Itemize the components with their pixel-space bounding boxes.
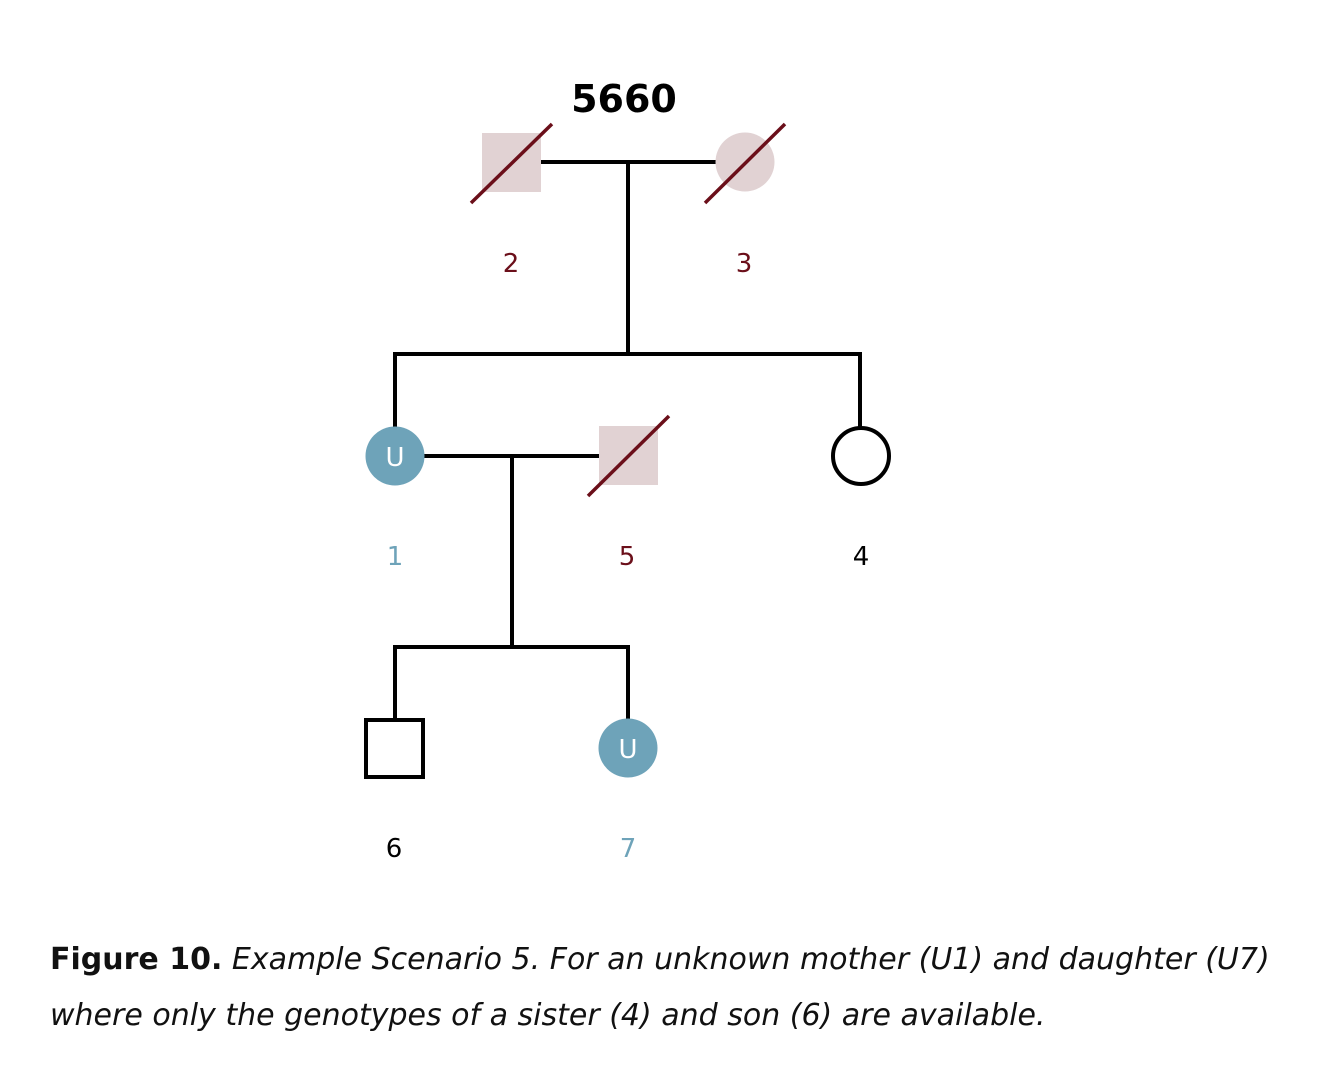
figure-caption-label: Figure 10. [50,942,223,977]
deceased-slash [703,122,787,205]
individual-6: 6 [364,718,425,864]
figure-caption-text: Example Scenario 5. For an unknown mothe… [50,942,1270,1033]
female-circle-symbol [831,426,891,486]
female-circle-symbol [598,718,658,778]
individual-label-4: 4 [853,542,870,572]
individual-label-5: 5 [619,542,636,572]
individual-label-1: 1 [387,542,404,572]
individual-1: U 1 [365,426,425,572]
individual-7: U 7 [598,718,658,864]
individual-label-6: 6 [386,834,403,864]
pedigree-title: 5660 [571,77,677,121]
pedigree-lines [393,160,862,720]
unknown-marker: U [618,735,637,765]
individual-5: 5 [586,414,671,572]
individual-label-2: 2 [503,249,520,279]
pedigree-diagram: 5660 2 3 U 1 5 4 [364,77,891,864]
individual-2: 2 [469,122,554,279]
male-square-symbol [364,718,425,779]
unknown-marker: U [385,443,404,473]
figure-caption: Figure 10. Example Scenario 5. For an un… [50,932,1310,1044]
deceased-slash [469,122,554,205]
deceased-slash [586,414,671,498]
individual-label-3: 3 [736,249,753,279]
individual-label-7: 7 [620,834,637,864]
individual-3: 3 [703,122,787,279]
individual-4: 4 [831,426,891,572]
female-circle-symbol [365,426,425,486]
